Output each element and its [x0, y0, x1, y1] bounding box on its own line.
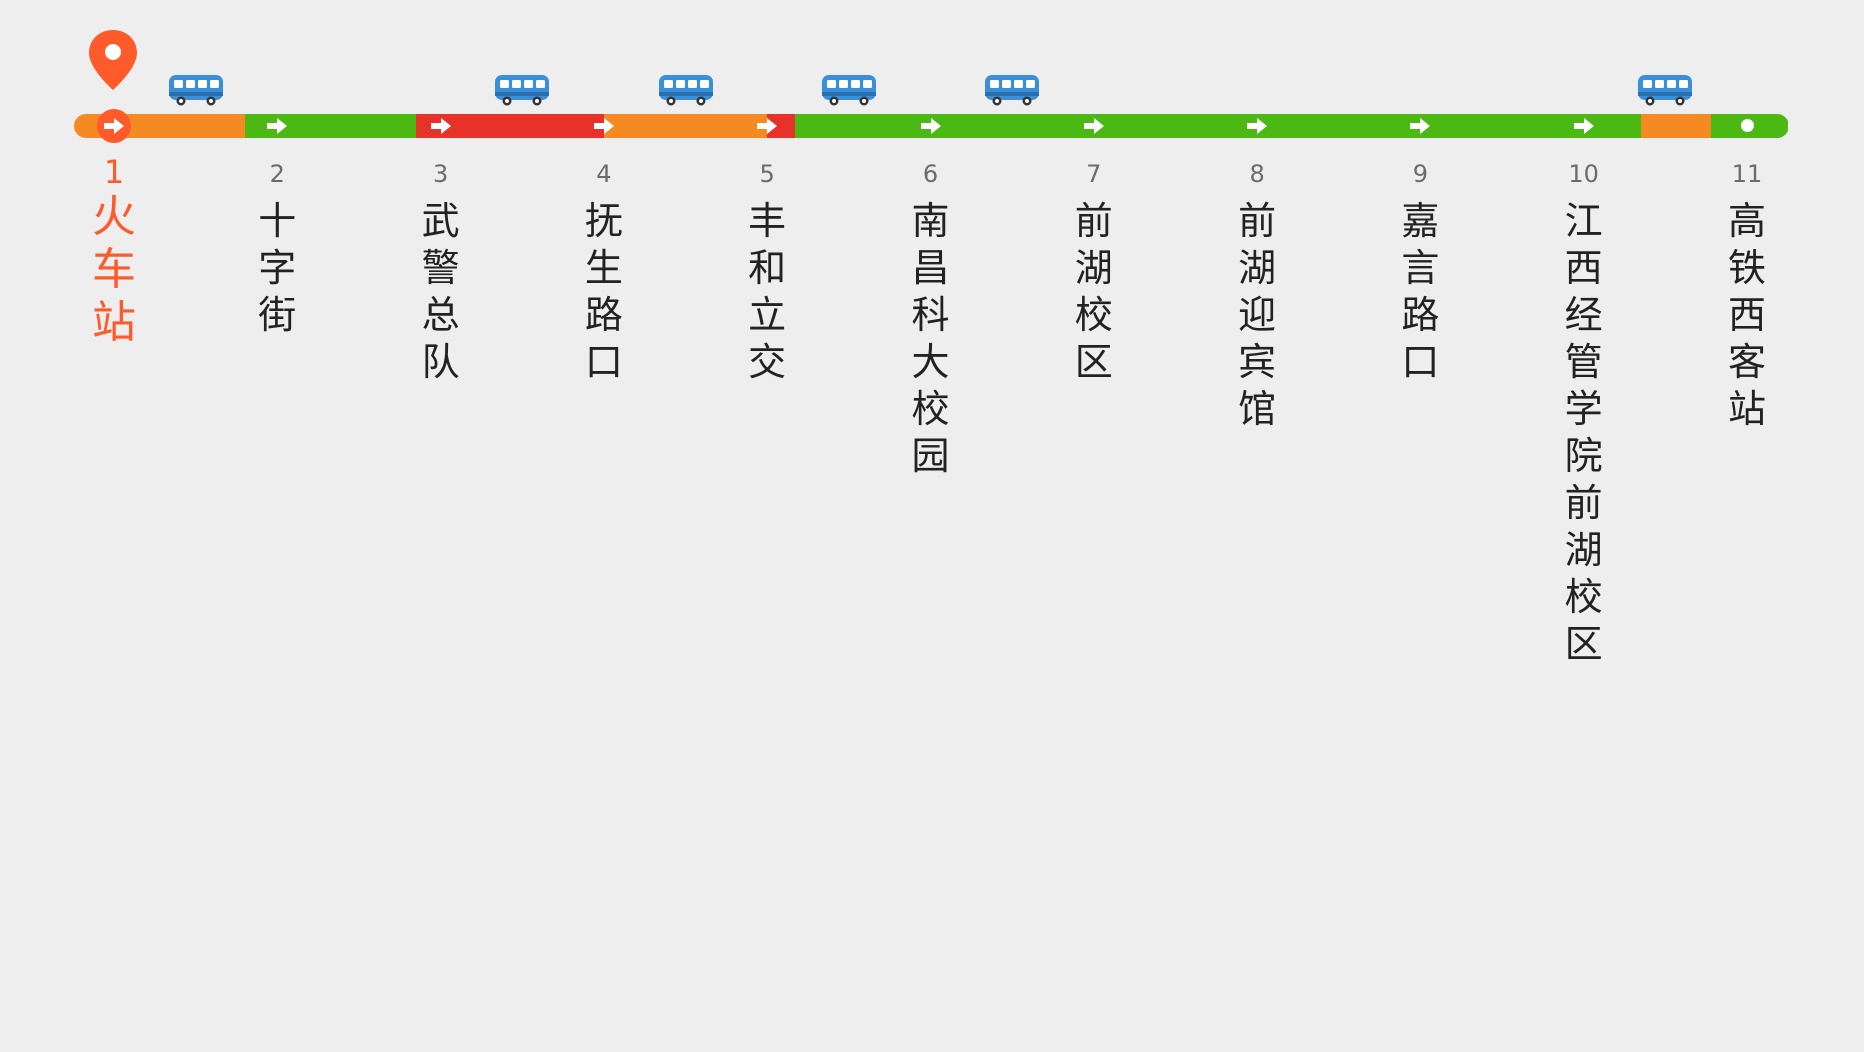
stop-item[interactable]: 4 抚生路口 [564, 158, 644, 386]
stop-item[interactable]: 2 十字街 [237, 158, 317, 339]
stop-name: 丰和立交 [748, 199, 787, 384]
arrow-right-icon [1410, 118, 1431, 134]
route-traffic-bar [74, 114, 1789, 138]
stop-item[interactable]: 5 丰和立交 [727, 158, 807, 386]
stop-name: 嘉言路口 [1401, 199, 1440, 384]
bus-icon[interactable] [982, 72, 1042, 108]
stop-name: 南昌科大校园 [911, 199, 950, 478]
traffic-segment-slow [603, 114, 768, 138]
bus-icon[interactable] [492, 72, 552, 108]
stop-number: 8 [1249, 160, 1265, 188]
stop-number: 3 [432, 160, 449, 188]
arrow-right-icon [430, 118, 451, 134]
stop-number: 11 [1731, 160, 1763, 188]
bus-icon[interactable] [166, 72, 226, 108]
traffic-segment-smooth [301, 114, 417, 138]
stop-item[interactable]: 11 高铁西客站 [1707, 158, 1787, 433]
stop-item[interactable]: 7 前湖校区 [1054, 158, 1134, 386]
stop-number: 9 [1412, 160, 1429, 188]
stop-name: 抚生路口 [584, 199, 623, 384]
arrow-right-icon [593, 118, 614, 134]
stop-item[interactable]: 6 南昌科大校园 [891, 158, 971, 480]
stop-item[interactable]: 8 前湖迎宾馆 [1217, 158, 1297, 433]
arrow-right-icon [1573, 118, 1594, 134]
stop-name: 前湖迎宾馆 [1238, 199, 1277, 431]
stop-item[interactable]: 3 武警总队 [401, 158, 481, 386]
stop-number: 5 [759, 160, 775, 188]
stop-name: 十字街 [258, 199, 297, 337]
stop-name: 前湖校区 [1074, 199, 1113, 384]
arrow-right-icon [920, 118, 941, 134]
arrow-right-icon [757, 118, 778, 134]
stop-name: 江西经管学院前湖校区 [1564, 199, 1603, 666]
stop-number: 10 [1568, 160, 1599, 188]
bus-icon[interactable] [1635, 72, 1695, 108]
bus-icon[interactable] [656, 72, 716, 108]
bus-icon[interactable] [819, 72, 879, 108]
location-pin-icon [89, 30, 137, 90]
arrow-right-icon [267, 118, 288, 134]
traffic-segment-slow [1640, 114, 1712, 138]
stop-number: 1 [103, 153, 125, 191]
stop-number: 4 [596, 160, 612, 188]
stop-name: 武警总队 [421, 199, 460, 384]
arrow-right-icon [1247, 118, 1268, 134]
stop-number: 2 [269, 160, 285, 188]
arrow-right-icon [104, 118, 124, 134]
stop-item[interactable]: 10 江西经管学院前湖校区 [1544, 158, 1624, 668]
arrow-right-icon [1083, 118, 1104, 134]
stop-name: 高铁西客站 [1727, 199, 1766, 431]
stop-number: 6 [922, 160, 939, 188]
stop-item[interactable]: 9 嘉言路口 [1380, 158, 1460, 386]
stop-name: 火车站 [92, 191, 136, 348]
stop-number: 7 [1086, 160, 1102, 188]
terminal-dot-icon [1741, 119, 1754, 132]
